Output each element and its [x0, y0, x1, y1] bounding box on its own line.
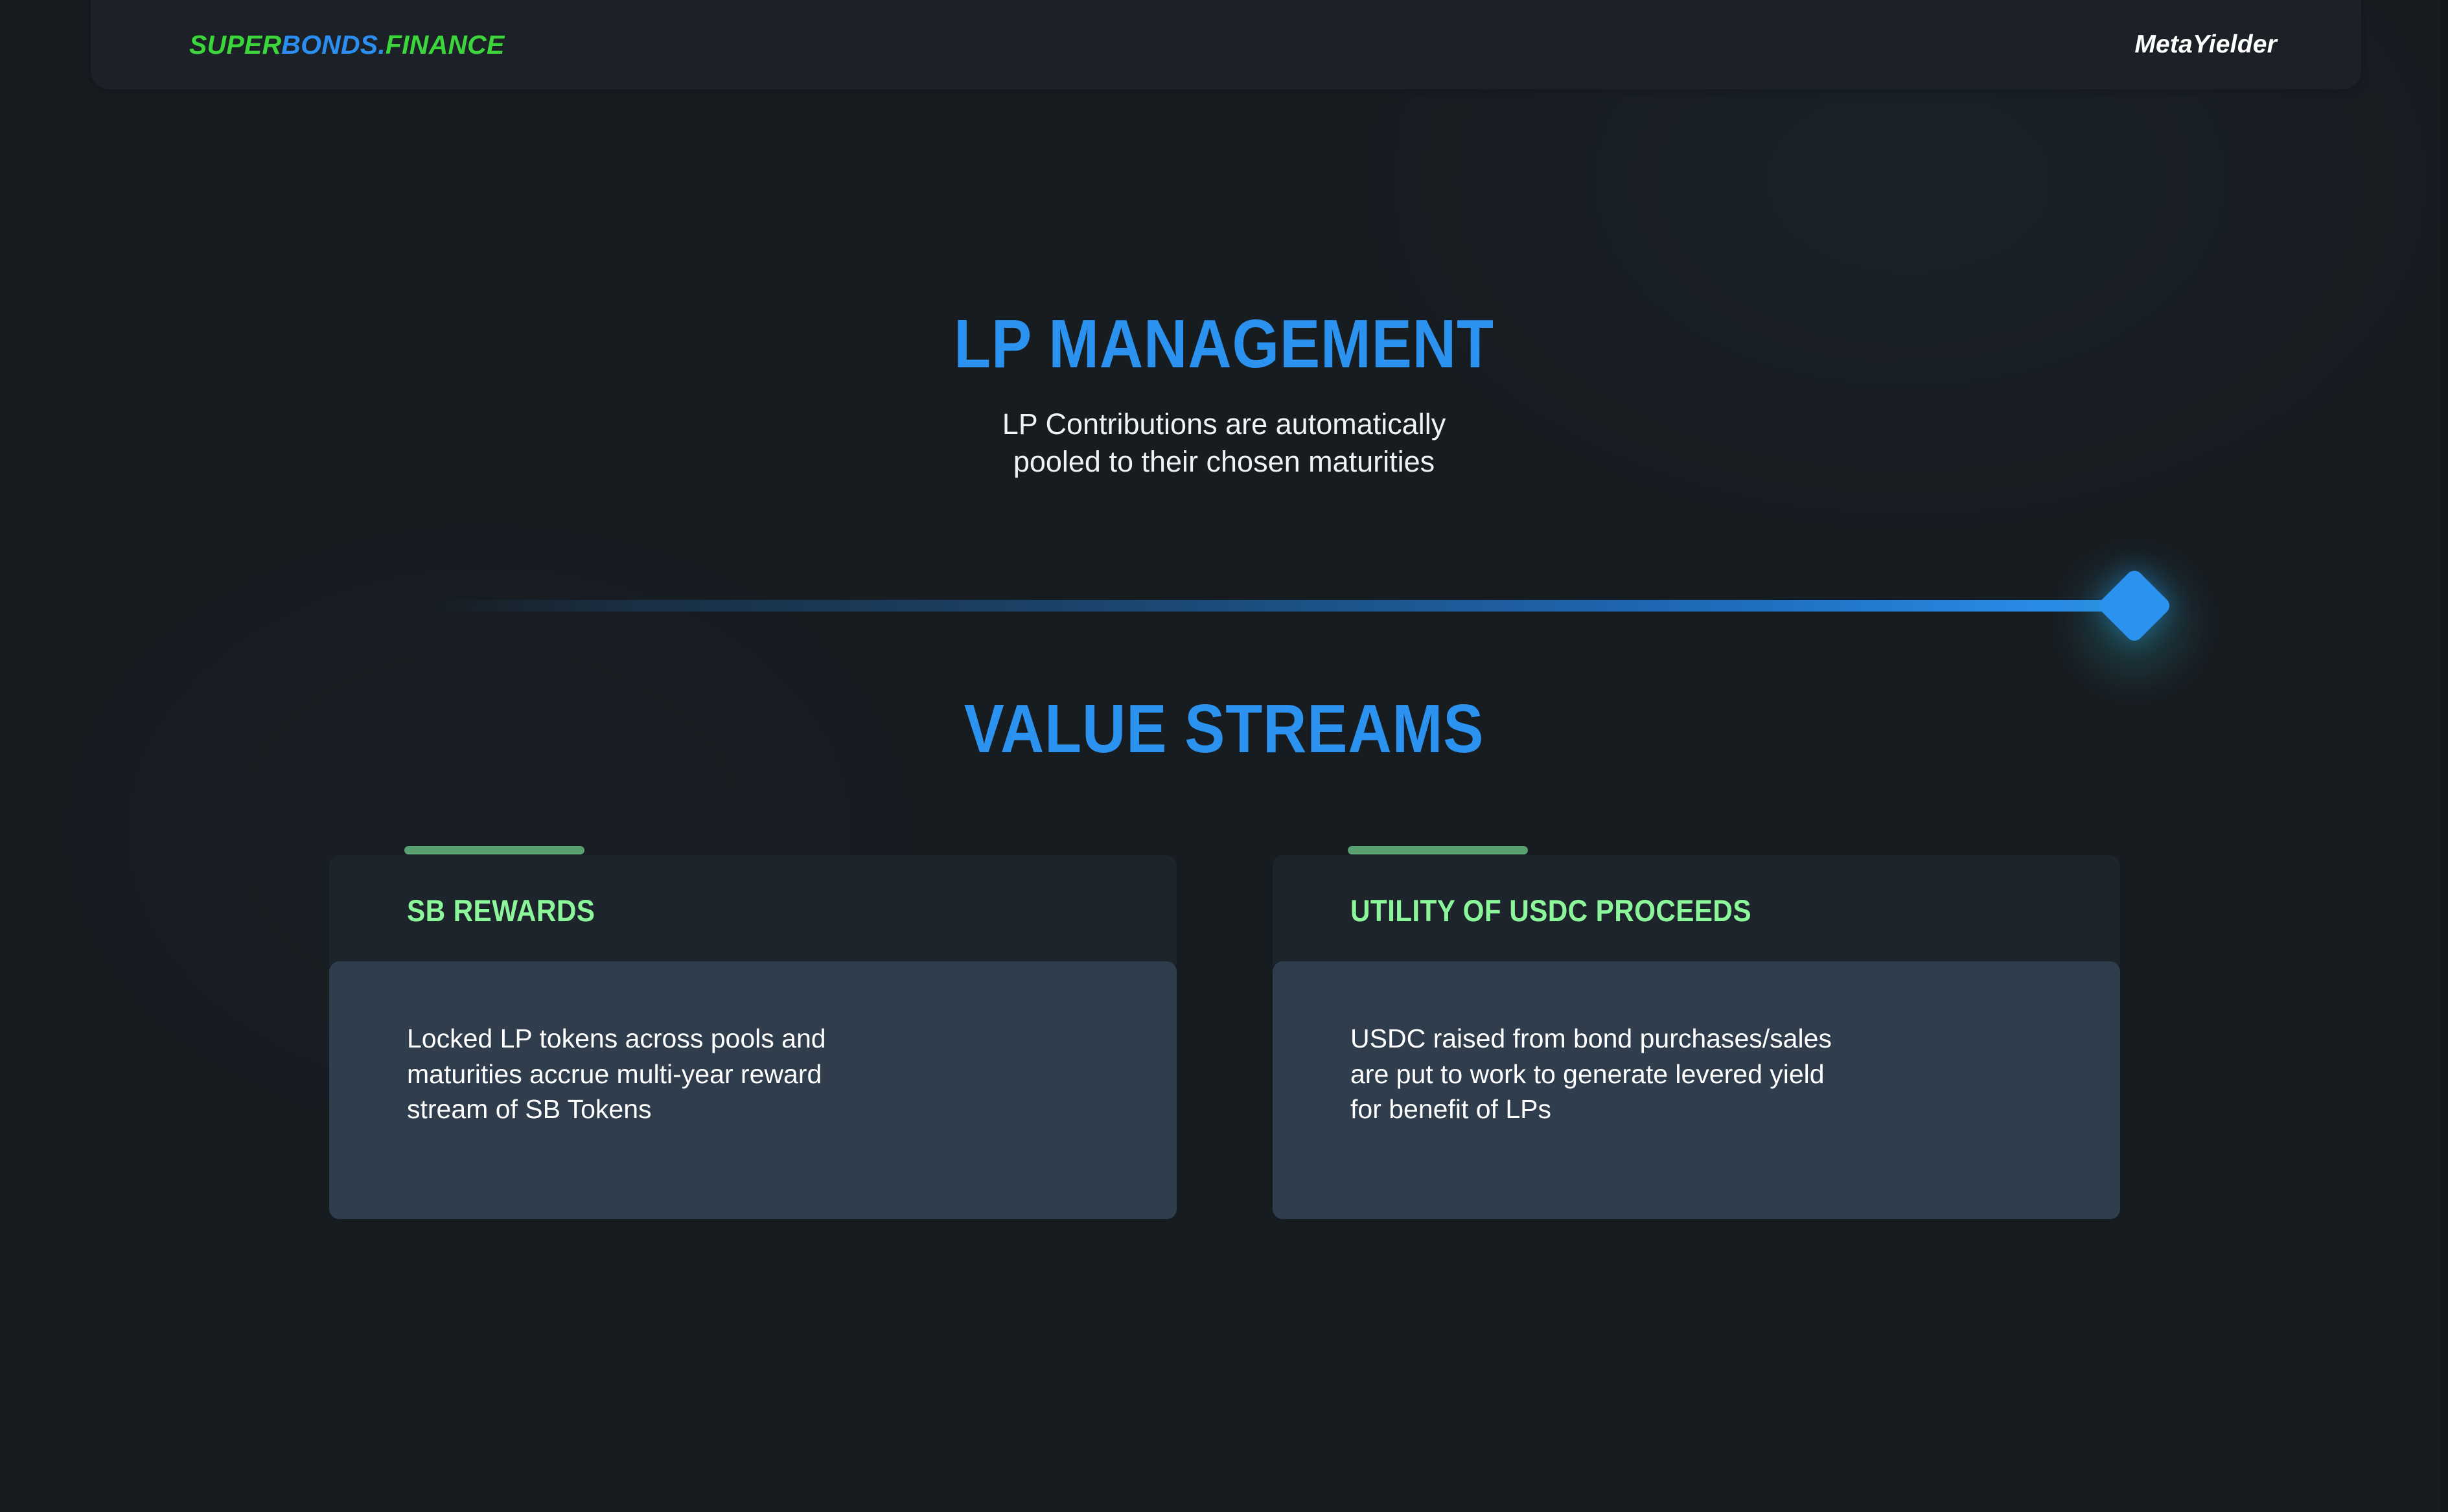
card-body: Locked LP tokens across pools and maturi…	[329, 961, 1177, 1219]
top-header-bar: SUPERBONDS.FINANCE MetaYielder	[91, 0, 2361, 89]
progress-slider[interactable]	[0, 541, 2448, 702]
card-title: SB REWARDS	[407, 893, 595, 928]
brand-name-metayielder: MetaYielder	[2134, 30, 2277, 58]
hero-section: LP MANAGEMENT LP Contributions are autom…	[0, 310, 2448, 480]
card-body: USDC raised from bond purchases/sales ar…	[1273, 961, 2120, 1219]
diamond-marker-icon[interactable]	[2096, 567, 2173, 645]
card-sb-rewards[interactable]: SB REWARDS Locked LP tokens across pools…	[329, 846, 1177, 1219]
slider-track[interactable]	[428, 600, 2112, 612]
card-utility-of-usdc-proceeds[interactable]: UTILITY OF USDC PROCEEDS USDC raised fro…	[1273, 846, 2120, 1219]
card-title: UTILITY OF USDC PROCEEDS	[1350, 893, 1751, 928]
logo-part-bonds: BONDS.	[281, 29, 386, 60]
card-header: UTILITY OF USDC PROCEEDS	[1273, 855, 2120, 965]
logo-part-finance: FINANCE	[385, 29, 505, 60]
value-streams-heading: VALUE STREAMS	[0, 694, 2448, 763]
card-description: USDC raised from bond purchases/sales ar…	[1350, 1024, 1832, 1125]
card-header: SB REWARDS	[329, 855, 1177, 965]
header-content: SUPERBONDS.FINANCE MetaYielder	[91, 0, 2361, 89]
section-title-value-streams: VALUE STREAMS	[964, 691, 1484, 767]
value-streams-card-grid: SB REWARDS Locked LP tokens across pools…	[329, 846, 2120, 1219]
page-title-lp-management: LP MANAGEMENT	[954, 306, 1494, 382]
card-accent-bar	[404, 846, 584, 854]
logo-part-super: SUPER	[189, 29, 282, 60]
hero-subtitle: LP Contributions are automatically poole…	[1002, 407, 1446, 478]
card-description: Locked LP tokens across pools and maturi…	[407, 1024, 826, 1125]
card-accent-bar	[1348, 846, 1528, 854]
site-logo[interactable]: SUPERBONDS.FINANCE	[189, 30, 505, 60]
right-edge-strip	[2440, 0, 2448, 1512]
